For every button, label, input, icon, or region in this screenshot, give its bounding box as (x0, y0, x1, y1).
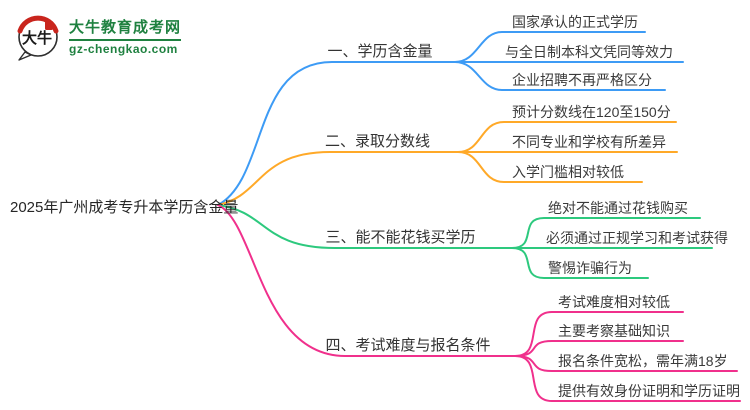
branch-1-leaf-1-line (454, 31, 646, 63)
branch-3-connector (217, 204, 513, 249)
branch-4-lines (217, 204, 741, 402)
leaf-node-2-2: 不同专业和学校有所差异 (512, 134, 666, 150)
leaf-node-1-2: 与全日制本科文凭同等效力 (505, 44, 673, 60)
branch-2-connector (217, 151, 459, 206)
leaf-node-1-1: 国家承认的正式学历 (512, 14, 638, 30)
logo-badge-text: 大牛 (22, 29, 52, 47)
leaf-node-4-3: 报名条件宽松，需年满18岁 (558, 353, 728, 369)
leaf-node-4-4: 提供有效身份证明和学历证明 (558, 383, 740, 399)
branch-1-leaf-3-line (454, 61, 666, 91)
branch-2-leaf-3-line (457, 151, 643, 183)
leaf-node-2-3: 入学门槛相对较低 (512, 164, 624, 180)
branch-2-leaf-1-line (457, 121, 677, 153)
leaf-node-4-1: 考试难度相对较低 (558, 294, 670, 310)
logo-divider (69, 38, 181, 41)
branch-3-leaf-3-line (511, 247, 649, 279)
site-url: gz-chengkao.com (69, 41, 178, 56)
branch-4-leaf-2-line (514, 340, 684, 357)
leaf-node-2-1: 预计分数线在120至150分 (512, 104, 671, 120)
branch-4-leaf-4-line (514, 355, 741, 402)
branch-4-connector (217, 204, 516, 357)
leaf-node-4-2: 主要考察基础知识 (558, 323, 670, 339)
branch-1-connector (217, 61, 456, 206)
leaf-node-1-3: 企业招聘不再严格区分 (512, 72, 652, 88)
branch-1-lines (217, 31, 684, 206)
logo-badge: 大牛 (14, 12, 62, 62)
branch-3-lines (217, 204, 713, 279)
bull-badge-icon: 大牛 (17, 15, 59, 61)
site-name: 大牛教育成考网 (69, 18, 182, 36)
branch-node-2: 二、录取分数线 (324, 133, 430, 150)
branch-node-4: 四、考试难度与报名条件 (325, 337, 491, 354)
branch-3-leaf-1-line (511, 217, 701, 249)
root-node: 2025年广州成考专升本学历含金量 (10, 199, 239, 216)
leaf-node-3-1: 绝对不能通过花钱购买 (548, 200, 688, 216)
branch-node-1: 一、学历含金量 (327, 43, 433, 60)
site-logo: 大牛 大牛教育成考网 gz-chengkao.com (14, 12, 181, 62)
branch-node-3: 三、能不能花钱买学历 (325, 229, 476, 246)
branch-2-lines (217, 121, 678, 206)
branch-4-leaf-1-line (514, 311, 684, 357)
leaf-node-3-3: 警惕诈骗行为 (548, 260, 632, 276)
leaf-node-3-2: 必须通过正规学习和考试获得 (546, 230, 728, 246)
